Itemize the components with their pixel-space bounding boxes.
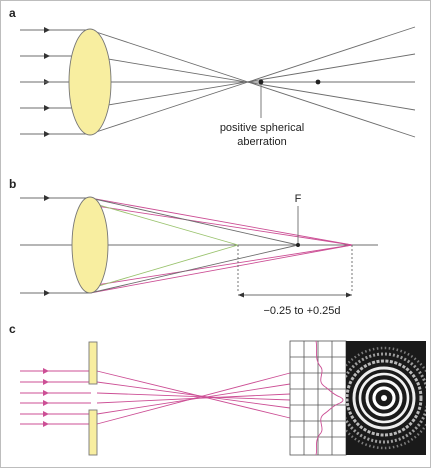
range-label: −0.25 to +0.25d [263,305,340,317]
annotation-line-1: positive spherical [220,122,304,134]
panel-b-green-rays [91,202,239,289]
ray-arrow-icon [43,379,49,385]
panel-b: b F −0.25 to + [9,177,378,317]
panel-c-ray-arrows [43,368,49,427]
ray-arrow-icon [44,290,50,296]
pattern-rings [346,346,426,450]
focus-label: F [295,193,302,205]
panel-c-diffracted-rays [96,370,291,425]
diffraction-pattern-image [346,341,426,455]
ray-arrow-icon [44,53,50,59]
focal-point-marginal [258,79,264,85]
intensity-profile-panel [289,340,347,456]
aperture-lower [88,409,98,456]
ray-arrow-icon [44,131,50,137]
focal-point-F [296,243,300,247]
focal-point-paraxial [315,79,321,85]
ray-arrow-icon [44,27,50,33]
panel-b-magenta-rays [89,197,353,294]
ray-arrow-icon [44,105,50,111]
ray-arrow-icon [43,400,49,406]
panel-a-refracted-rays [20,26,416,138]
panel-a-lens [68,28,112,136]
range-arrow-left-icon [238,292,244,298]
annotation-line-2: aberration [237,136,287,148]
aperture-upper [88,341,98,385]
panel-c-label: c [9,322,16,336]
panel-c-incoming-rays [20,370,91,425]
ray-arrow-icon [43,390,49,396]
ray-arrow-icon [43,411,49,417]
panel-a-label: a [9,6,16,20]
range-arrow-right-icon [346,292,352,298]
panel-a: a positive spherical a [9,6,416,148]
panel-b-gray-rays [89,197,299,294]
intensity-curve [315,340,344,456]
panel-b-label: b [9,177,16,191]
ray-arrow-icon [44,195,50,201]
panel-b-lens [71,196,109,294]
ray-arrow-icon [43,368,49,374]
panel-c: c [9,322,426,456]
ray-arrow-icon [43,421,49,427]
